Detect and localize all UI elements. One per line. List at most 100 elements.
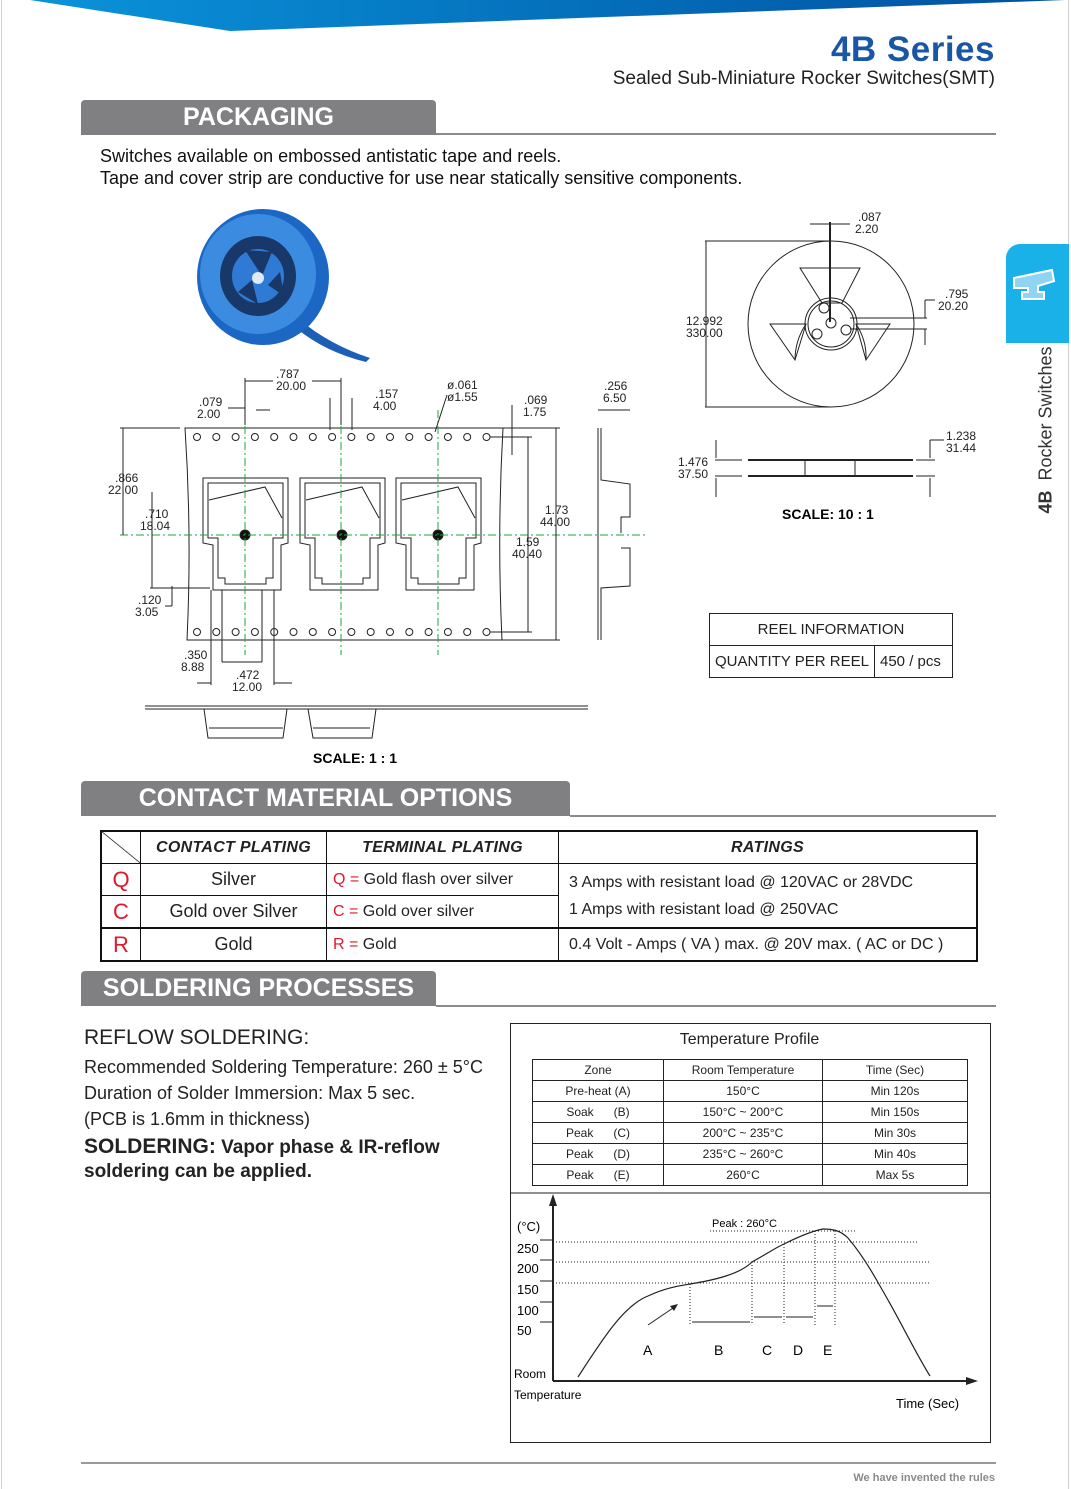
terminal-code: Q = (333, 870, 360, 888)
sprocket-hole (443, 433, 452, 441)
solder-note-text: Vapor phase & IR-reflow (215, 1137, 440, 1158)
dim-hub-mm: 20.20 (938, 299, 968, 313)
dim-inner-mm: 8.88 (181, 660, 205, 674)
option-code: R (100, 927, 141, 962)
dim-edge-inch: .069 (524, 393, 548, 407)
intro-line-1: Switches available on embossed antistati… (100, 146, 562, 166)
y-axis-arrow (549, 1194, 557, 1206)
sprocket-hole (443, 628, 452, 636)
reel-drawing (705, 222, 944, 497)
terminal-plating: R = Gold (326, 927, 559, 962)
temperature-cell: 235°C ~ 260°C (663, 1143, 823, 1165)
sprocket-hole (289, 628, 298, 636)
section-header-soldering: SOLDERING PROCESSES (81, 971, 436, 1006)
dim-ow-inch: 1.476 (678, 455, 708, 469)
temperature-profile-title: Temperature Profile (679, 1031, 820, 1048)
dim-pitch-inch: .787 (276, 367, 300, 381)
option-code: C (100, 895, 141, 929)
col-ratings: RATINGS (558, 830, 978, 864)
contact-plating: Gold over Silver (140, 895, 327, 929)
temperature-cell: 260°C (663, 1164, 823, 1186)
sprocket-hole (212, 628, 221, 636)
side-tab (1006, 244, 1069, 343)
terminal-text: Gold over silver (358, 902, 474, 920)
footer-divider (81, 1462, 996, 1464)
col-zone: Zone (532, 1059, 664, 1081)
corner-cell (100, 830, 141, 864)
sprocket-hole (386, 433, 394, 441)
zone-label-b: B (714, 1342, 723, 1358)
dim-edge-mm: 1.75 (523, 405, 547, 419)
temperature-cell: 150°C ~ 200°C (663, 1101, 823, 1123)
dim-slot-mm: 2.20 (855, 222, 879, 236)
sprocket-hole (405, 628, 414, 636)
terminal-text: Gold flash over silver (359, 870, 514, 888)
terminal-plating: Q = Gold flash over silver (326, 863, 559, 896)
col-temperature: Room Temperature (663, 1059, 823, 1081)
sprocket-hole (463, 628, 472, 636)
guide-lines (556, 1230, 930, 1325)
section-header-packaging: PACKAGING (81, 100, 436, 135)
dim-hole-pitch-inch: .157 (375, 387, 399, 401)
zone-cell: Peak (E) (532, 1164, 664, 1186)
sprocket-hole (424, 433, 433, 441)
reel-info-title: REEL INFORMATION (709, 613, 953, 646)
reflow-heading: REFLOW SOLDERING: (84, 1026, 310, 1049)
solder-line: Duration of Solder Immersion: Max 5 sec. (84, 1083, 416, 1103)
rocker-switch-icon (1013, 268, 1056, 300)
terminal-code: C = (333, 902, 359, 920)
dim-inner-inch: .350 (184, 648, 208, 662)
intro-line-2: Tape and cover strip are conductive for … (100, 168, 743, 188)
reel-qty-label: QUANTITY PER REEL (709, 645, 875, 678)
sprocket-hole (366, 433, 375, 441)
profile-curve (577, 1228, 931, 1378)
sprocket-hole (463, 433, 472, 441)
reel-dimension-labels: .087 2.20 12.992 330.00 .795 20.20 1.476… (678, 210, 976, 522)
dim-hole-pitch-mm: 4.00 (373, 399, 397, 413)
ratings-qc: 3 Amps with resistant load @ 120VAC or 2… (558, 863, 978, 929)
reel-scale-label: SCALE: 10 : 1 (782, 506, 874, 522)
dim-slot-inch: .087 (858, 210, 882, 224)
rating-line: 1 Amps with resistant load @ 250VAC (569, 900, 839, 918)
dim-hole-dia-mm: ø1.55 (447, 390, 478, 404)
contact-plating: Gold (140, 927, 327, 962)
section-divider (570, 815, 996, 817)
dim-outer-inch: .472 (236, 668, 260, 682)
sprocket-hole (386, 628, 394, 636)
sprocket-hole (347, 628, 356, 636)
y-unit-label: (°C) (517, 1219, 540, 1234)
tape-pocket (202, 477, 289, 591)
dim-hub-inch: .795 (945, 287, 969, 301)
dim-width-inch: 1.73 (545, 503, 569, 517)
zone-cell: Pre-heat (A) (532, 1080, 664, 1102)
section-divider (436, 1005, 996, 1007)
tape-pocket (299, 477, 386, 591)
sprocket-hole (231, 433, 240, 441)
time-cell: Min 120s (822, 1080, 968, 1102)
temperature-profile-box (510, 1023, 991, 1443)
sprocket-hole (270, 433, 279, 441)
zone-label-c: C (762, 1342, 772, 1358)
tape-dimension-labels: .787 20.00 .079 2.00 .157 4.00 ø.061 ø1.… (108, 367, 628, 766)
sprocket-hole (250, 433, 259, 441)
center-lines (120, 410, 645, 655)
solder-line: (PCB is 1.6mm in thickness) (84, 1109, 311, 1129)
sprocket-hole (250, 628, 259, 636)
dim-hole-offset-mm: 2.00 (197, 407, 221, 421)
dim-pocket-inch: .710 (145, 507, 169, 521)
temperature-graph: (°C) 250 200 150 100 50 Room Temperature… (510, 1192, 990, 1411)
terminal-text: Gold (358, 935, 397, 953)
tape-bottom-view (145, 705, 588, 739)
y-tick-150: 150 (517, 1282, 539, 1297)
zone-label-d: D (793, 1342, 803, 1358)
dim-pitch-mm: 20.00 (276, 379, 306, 393)
y-base-label-2: Temperature (514, 1388, 582, 1402)
zone-cell: Peak (D) (532, 1143, 664, 1165)
dim-span-inch: 1.59 (516, 535, 540, 549)
rating-line: 3 Amps with resistant load @ 120VAC or 2… (569, 873, 914, 891)
